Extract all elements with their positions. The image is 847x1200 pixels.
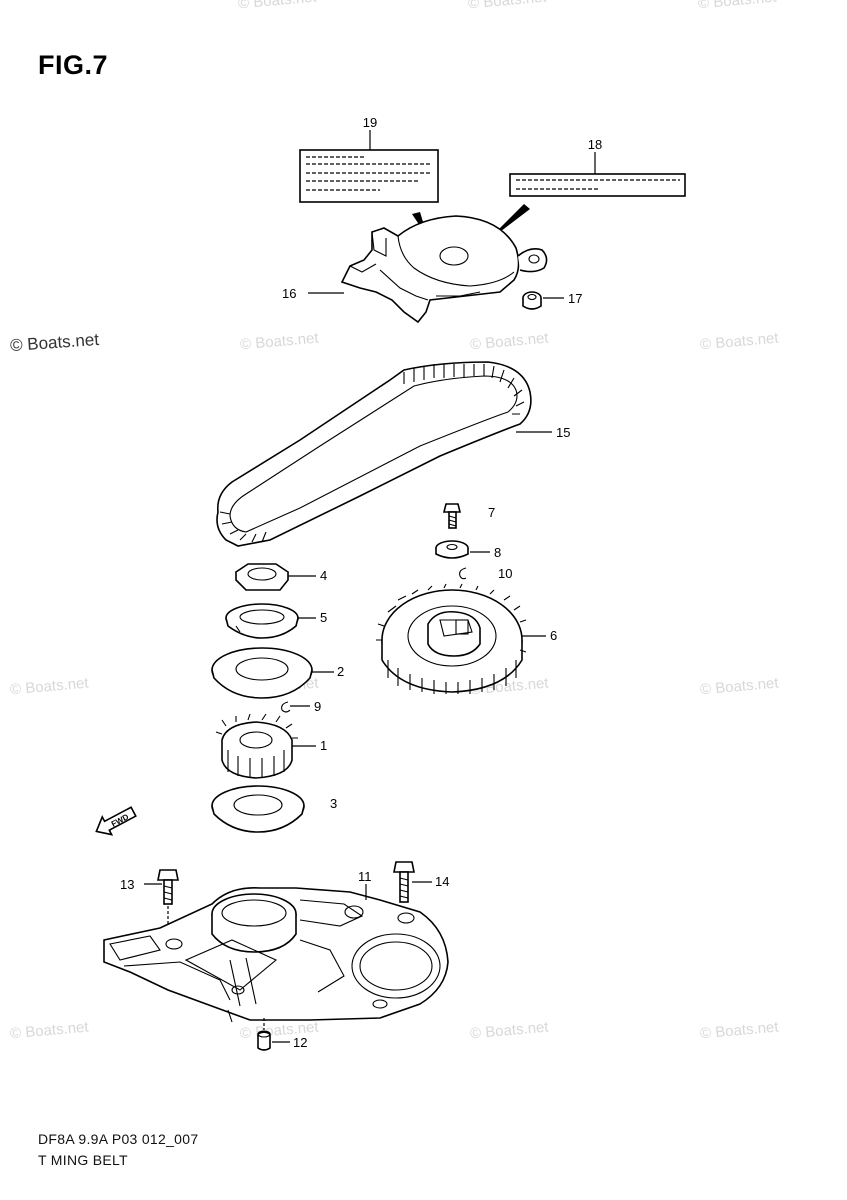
- callout-17: 17: [568, 291, 582, 306]
- part-6-driven-pulley: [376, 583, 528, 694]
- callout-14: 14: [435, 874, 449, 889]
- callout-8: 8: [494, 545, 501, 560]
- callout-12: 12: [293, 1035, 307, 1050]
- part-8-washer: [435, 540, 469, 559]
- part-13-bolt: [157, 869, 179, 944]
- callout-9: 9: [314, 699, 321, 714]
- part-18-label-strip: [509, 173, 686, 197]
- part-19-caution-label: [299, 149, 439, 203]
- callout-leaders: [144, 130, 596, 1043]
- callout-4: 4: [320, 568, 327, 583]
- figure-title: FIG.7: [38, 50, 109, 80]
- part-16-timing-belt-cover: [340, 215, 548, 324]
- part-9-key: [281, 701, 291, 713]
- callout-3: 3: [330, 796, 337, 811]
- part-2-guide-plate: [211, 647, 313, 699]
- callout-1: 1: [320, 738, 327, 753]
- part-15-timing-belt: [216, 361, 532, 547]
- part-14-bolt: [393, 861, 415, 903]
- part-12-dowel-pin: [257, 1018, 271, 1051]
- callout-labels: 19 18 16 17 15 7 8 10 4 5 6 2 9 1 3 13 1…: [120, 115, 602, 1050]
- callout-2: 2: [337, 664, 344, 679]
- callout-5: 5: [320, 610, 327, 625]
- part-10-pin: [459, 567, 467, 580]
- forward-direction-arrow: FWD: [95, 806, 137, 836]
- part-4-nut: [234, 563, 290, 591]
- callout-6: 6: [550, 628, 557, 643]
- callout-11: 11: [358, 869, 372, 884]
- figure-caption: T MING BELT: [38, 1152, 128, 1168]
- part-3-lower-guide: [211, 785, 305, 833]
- part-7-bolt: [442, 503, 462, 529]
- callout-10: 10: [498, 566, 512, 581]
- callout-18: 18: [588, 137, 602, 152]
- callout-19: 19: [363, 115, 377, 130]
- callout-15: 15: [556, 425, 570, 440]
- part-5-plate: [225, 603, 299, 639]
- part-11-belt-lower-case: [103, 887, 449, 1023]
- part-17-grommet: [522, 291, 542, 310]
- callout-7: 7: [488, 505, 495, 520]
- callout-16: 16: [282, 286, 296, 301]
- figure-code: DF8A 9.9A P03 012_007: [38, 1131, 199, 1147]
- part-1-drive-pulley: [215, 713, 298, 779]
- callout-13: 13: [120, 877, 134, 892]
